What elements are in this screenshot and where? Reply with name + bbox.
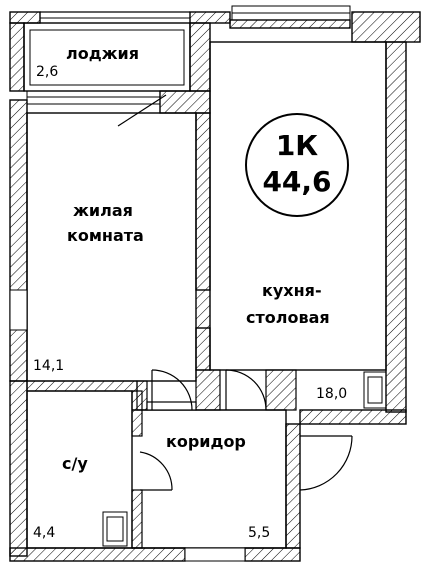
radiator-living — [195, 289, 211, 329]
living-area: 14,1 — [33, 358, 65, 374]
wall-top-mid-left — [189, 11, 231, 24]
loggia-name: лоджия — [66, 44, 140, 63]
wall-right-step — [299, 409, 407, 425]
bathroom-walls — [26, 380, 148, 549]
kitchen-stove — [363, 371, 387, 409]
wall-left-lower — [9, 380, 28, 557]
wall-top-right — [351, 11, 421, 43]
wall-top-left — [9, 11, 41, 24]
wall-right-entrance-left — [285, 423, 301, 549]
wall-living-kitchen — [195, 112, 211, 291]
exterior-walls — [9, 11, 421, 562]
kitchen-window — [231, 5, 351, 21]
bathroom-name: с/у — [62, 454, 88, 473]
wall-loggia-right — [189, 22, 211, 92]
living-name-line1: жилая — [73, 201, 133, 220]
kitchen-area: 18,0 — [316, 386, 348, 402]
wall-top-mid — [229, 19, 351, 29]
bathroom-area: 4,4 — [33, 525, 56, 541]
wall-left-upper — [9, 22, 25, 92]
left-wall-fixtures — [9, 289, 28, 331]
bottom-threshold — [184, 547, 246, 562]
wall-bottom-right — [244, 547, 301, 562]
wall-bottom-left — [9, 547, 186, 562]
apartment-badge: 1К 44,6 — [245, 113, 349, 217]
kitchen-outline — [209, 41, 387, 371]
corridor-walls — [146, 369, 297, 411]
living-room-outline — [26, 112, 197, 382]
wall-living-kitchen-lower — [195, 327, 211, 371]
loggia-area: 2,6 — [36, 64, 59, 80]
corridor-name: коридор — [166, 432, 246, 451]
wall-loggia-bottom-right — [159, 90, 211, 114]
wall-right-upper — [385, 41, 407, 413]
doors — [139, 369, 353, 491]
living-name-line2: комната — [67, 226, 144, 245]
corridor-area: 5,5 — [248, 525, 271, 541]
apartment-total-area: 44,6 — [262, 165, 332, 198]
kitchen-name-line2: столовая — [246, 308, 330, 327]
living-window — [26, 90, 167, 127]
apartment-type: 1К — [275, 129, 319, 162]
bathroom-fixture — [102, 511, 128, 547]
wall-left-main — [9, 99, 28, 382]
kitchen-name-line1: кухня- — [262, 281, 322, 300]
